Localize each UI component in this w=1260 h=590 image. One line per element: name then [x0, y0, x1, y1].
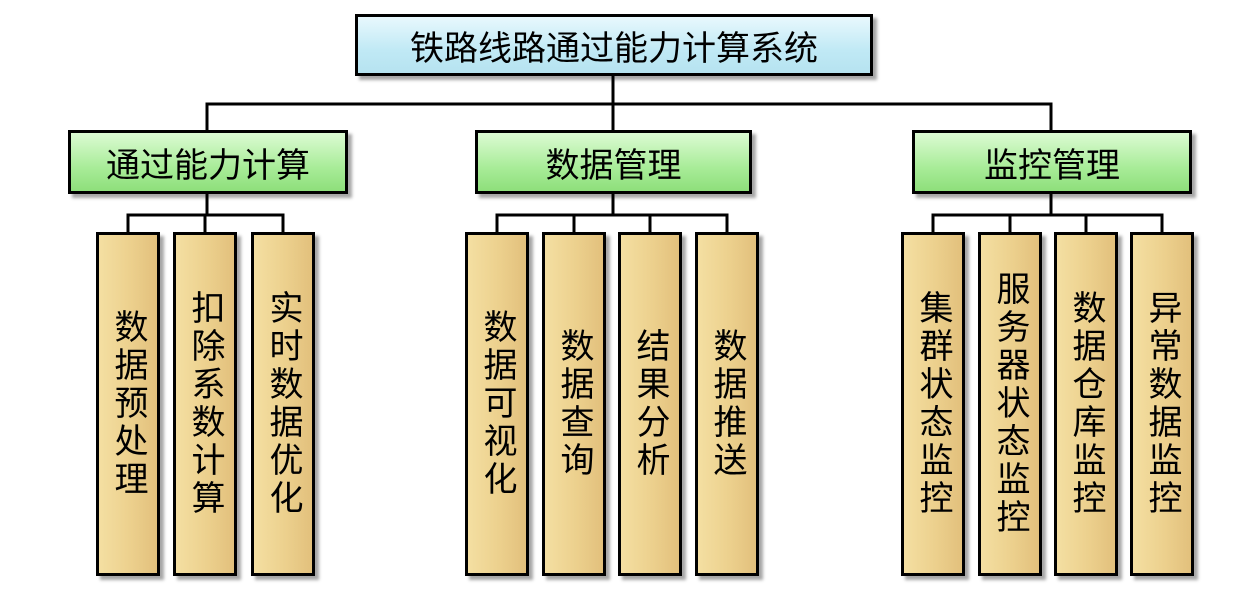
root-node: 铁路线路通过能力计算系统	[355, 14, 873, 76]
category-capacity-calculation: 通过能力计算	[68, 130, 348, 194]
leaf-data-preprocessing: 数据预处理	[96, 232, 160, 576]
leaf-label: 异常数据监控	[1142, 290, 1182, 518]
leaf-data-query: 数据查询	[542, 232, 606, 576]
leaf-label: 结果分析	[630, 328, 670, 480]
leaf-label: 数据仓库监控	[1066, 290, 1106, 518]
leaf-label: 数据推送	[707, 328, 747, 480]
leaf-data-visualization: 数据可视化	[465, 232, 529, 576]
category-data-management: 数据管理	[475, 130, 752, 194]
root-label: 铁路线路通过能力计算系统	[410, 28, 818, 69]
leaf-deduction-coefficient: 扣除系数计算	[173, 232, 237, 576]
leaf-label: 数据查询	[554, 328, 594, 480]
category-label: 通过能力计算	[106, 145, 310, 186]
leaf-label: 集群状态监控	[913, 290, 953, 518]
leaf-label: 数据预处理	[108, 309, 148, 499]
category-label: 监控管理	[984, 145, 1120, 186]
leaf-warehouse-monitoring: 数据仓库监控	[1054, 232, 1118, 576]
leaf-result-analysis: 结果分析	[618, 232, 682, 576]
category-monitoring-management: 监控管理	[912, 130, 1192, 194]
leaf-label: 实时数据优化	[263, 290, 303, 518]
leaf-label: 服务器状态监控	[990, 271, 1030, 537]
leaf-data-push: 数据推送	[695, 232, 759, 576]
leaf-label: 扣除系数计算	[185, 290, 225, 518]
category-label: 数据管理	[545, 145, 682, 186]
leaf-realtime-optimization: 实时数据优化	[251, 232, 315, 576]
leaf-server-monitoring: 服务器状态监控	[978, 232, 1042, 576]
leaf-label: 数据可视化	[477, 309, 517, 499]
leaf-anomaly-monitoring: 异常数据监控	[1130, 232, 1194, 576]
leaf-cluster-monitoring: 集群状态监控	[901, 232, 965, 576]
